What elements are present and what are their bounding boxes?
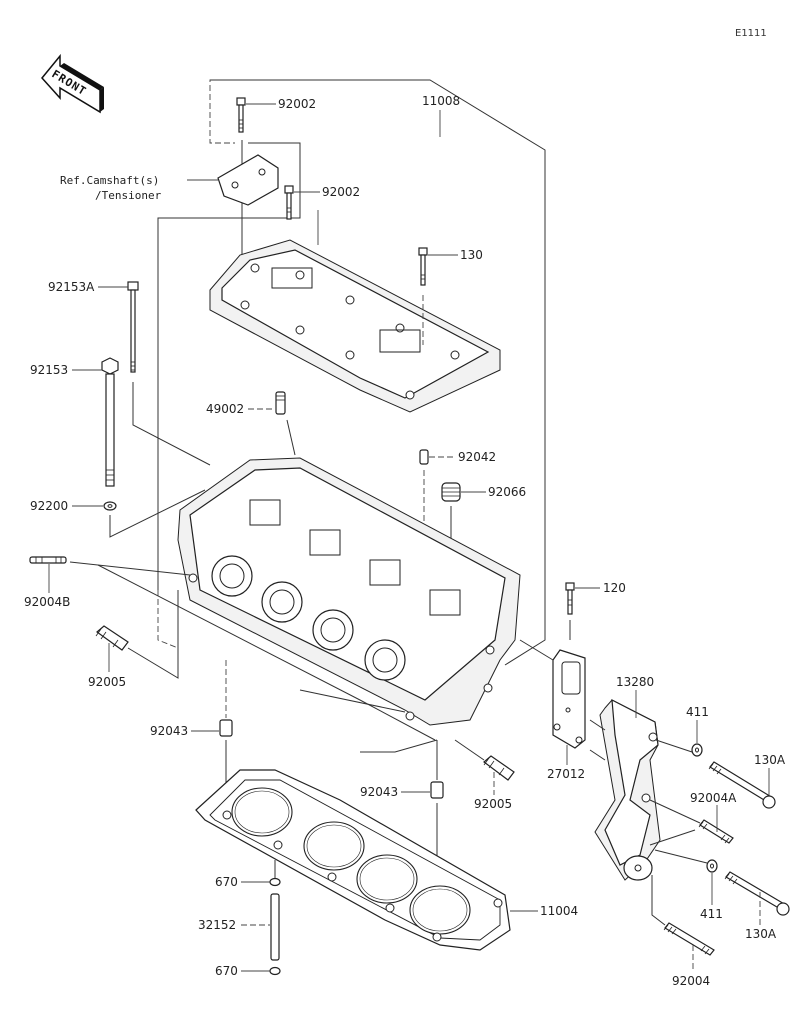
part-670-o-ring-top[interactable]: 670 (215, 875, 281, 889)
leader (132, 382, 211, 466)
part-11008-label[interactable]: 11008 (422, 94, 460, 137)
part-130A-bolt-top[interactable]: 130A (708, 753, 786, 809)
camshaft-tensioner-reference[interactable]: Ref.Camshaft(s) /Tensioner (60, 154, 279, 206)
part-92005-fitting[interactable]: 92005 (88, 625, 129, 689)
part-92002-bolt-top[interactable]: 92002 (236, 97, 316, 133)
front-arrow-icon: FRONT (41, 53, 104, 114)
leader (651, 875, 666, 926)
part-92153-bolt[interactable]: 92153 (30, 357, 119, 487)
cylinder-head[interactable] (177, 457, 521, 726)
part-label: 92066 (488, 485, 526, 499)
part-label: 32152 (198, 918, 236, 932)
leader (655, 739, 693, 753)
part-92043-dowel-left[interactable]: 92043 (150, 719, 233, 738)
part-label: 92004B (24, 595, 70, 609)
part-27012-plate[interactable]: 27012 (547, 649, 586, 781)
leader (649, 829, 696, 846)
part-label: 27012 (547, 767, 585, 781)
part-label: 411 (700, 907, 723, 921)
part-label: 13280 (616, 675, 654, 689)
part-label: 411 (686, 705, 709, 719)
part-label: 670 (215, 875, 238, 889)
leader (209, 79, 250, 144)
leader (589, 749, 606, 761)
leader (649, 799, 701, 824)
part-label: 92153A (48, 280, 95, 294)
part-49002-plug[interactable]: 49002 (206, 391, 296, 456)
part-13280-bracket[interactable]: 13280 (594, 675, 661, 881)
part-label: 130A (745, 927, 777, 941)
part-label: 92200 (30, 499, 68, 513)
diagram-code: E1111 (735, 28, 767, 39)
part-120-bolt[interactable]: 120 (565, 581, 626, 615)
reference-note-line1: Ref.Camshaft(s) (60, 174, 159, 187)
part-92004B-stud[interactable]: 92004B (24, 556, 70, 609)
part-411-washer-bottom[interactable]: 411 (700, 859, 723, 921)
leader (454, 739, 485, 761)
part-130-bolt[interactable]: 130 (418, 247, 483, 286)
leader (157, 590, 179, 649)
part-label: 92005 (474, 797, 512, 811)
part-label: 120 (603, 581, 626, 595)
part-92002-bolt[interactable]: 92002 (284, 185, 360, 220)
part-label: 92153 (30, 363, 68, 377)
part-label: 130A (754, 753, 786, 767)
part-label: 130 (460, 248, 483, 262)
part-411-washer-top[interactable]: 411 (686, 705, 709, 757)
leader (97, 564, 436, 741)
part-92153A-bolt[interactable]: 92153A (48, 280, 139, 373)
part-92004A-stud[interactable]: 92004A (690, 791, 737, 844)
part-label: 92002 (322, 185, 360, 199)
camshaft-holder[interactable] (209, 210, 501, 413)
part-label: 11008 (422, 94, 460, 108)
part-label: 92004 (672, 974, 710, 988)
part-11004-head-gasket[interactable]: 11004 (195, 769, 578, 951)
part-label: 49002 (206, 402, 244, 416)
leader (654, 849, 708, 864)
part-label: 92002 (278, 97, 316, 111)
part-92005-fitting-right[interactable]: 92005 (474, 755, 515, 811)
leader (127, 590, 179, 679)
leader (109, 489, 206, 538)
part-32152-pipe[interactable]: 32152 (198, 893, 280, 961)
part-92004-stud[interactable]: 92004 (663, 922, 715, 988)
part-label: 92043 (360, 785, 398, 799)
part-label: 670 (215, 964, 238, 978)
leader (519, 639, 554, 661)
leader (589, 719, 606, 731)
part-92042-dowel[interactable]: 92042 (419, 449, 496, 465)
part-92066-seal[interactable]: 92066 (441, 482, 526, 502)
leader (299, 689, 406, 713)
part-label: 92043 (150, 724, 188, 738)
part-label: 11004 (540, 904, 578, 918)
part-92043-dowel-right[interactable]: 92043 (360, 781, 444, 799)
leader (210, 79, 546, 666)
part-130A-bolt-bottom[interactable]: 130A (724, 871, 790, 941)
part-label: 92042 (458, 450, 496, 464)
part-label: 92005 (88, 675, 126, 689)
reference-note-line2: /Tensioner (95, 189, 162, 202)
part-label: 92004A (690, 791, 737, 805)
part-670-o-ring-bottom[interactable]: 670 (215, 964, 281, 978)
leader (360, 739, 438, 753)
leader (157, 142, 301, 590)
part-92200-washer[interactable]: 92200 (30, 499, 117, 513)
leader (69, 561, 191, 576)
